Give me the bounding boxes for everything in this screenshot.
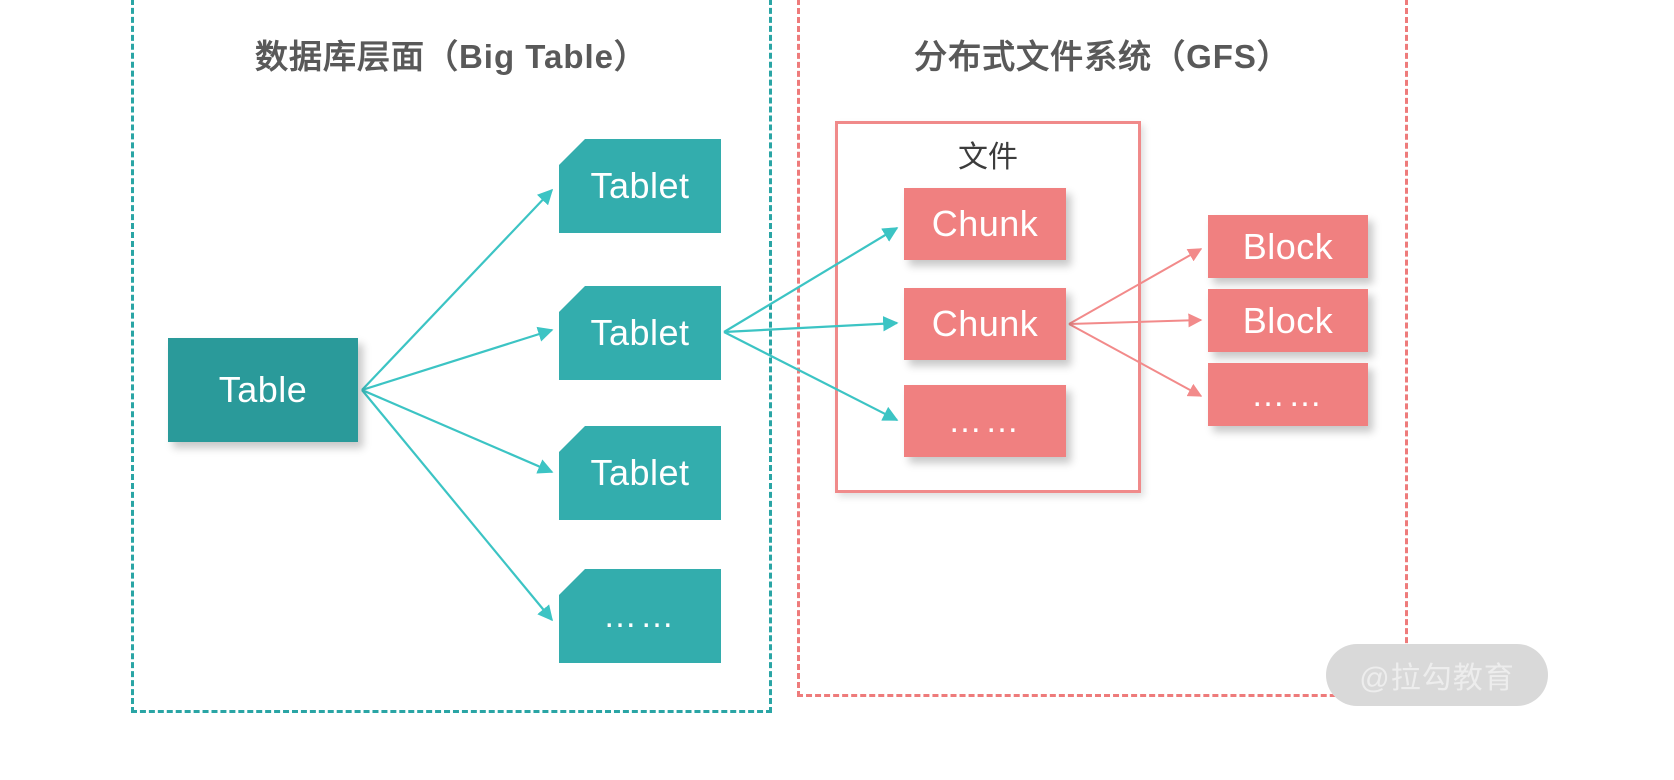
node-tablet-1[interactable]: Tablet (559, 139, 721, 233)
file-label: 文件 (958, 141, 1018, 174)
node-table-label: Table (218, 369, 308, 410)
bigtable-section-title: 数据库层面（Big Table） (254, 38, 649, 75)
watermark: @拉勾教育 (1326, 644, 1548, 706)
node-tablet-3-label: Tablet (590, 452, 690, 493)
node-chunk-1-label: Chunk (931, 203, 1039, 244)
node-block-ellipsis-label: …… (1251, 375, 1325, 414)
node-tablet-3[interactable]: Tablet (559, 426, 721, 520)
node-chunk-ellipsis[interactable]: …… (904, 385, 1066, 457)
node-block-1[interactable]: Block (1208, 215, 1368, 278)
node-block-2[interactable]: Block (1208, 289, 1368, 352)
node-tablet-ellipsis-label: …… (603, 597, 677, 635)
node-tablet-ellipsis[interactable]: …… (559, 569, 721, 663)
gfs-section-title: 分布式文件系统（GFS） (914, 38, 1291, 75)
node-tablet-1-label: Tablet (590, 165, 690, 206)
node-chunk-2-label: Chunk (931, 303, 1039, 344)
node-block-ellipsis[interactable]: …… (1208, 363, 1368, 426)
node-tablet-2[interactable]: Tablet (559, 286, 721, 380)
node-block-1-label: Block (1242, 225, 1334, 267)
node-block-2-label: Block (1242, 299, 1334, 341)
node-tablet-2-label: Tablet (590, 312, 690, 353)
watermark-text: @拉勾教育 (1359, 662, 1515, 695)
node-chunk-2[interactable]: Chunk (904, 288, 1066, 360)
node-chunk-1[interactable]: Chunk (904, 188, 1066, 260)
node-chunk-ellipsis-label: …… (948, 402, 1022, 440)
node-table[interactable]: Table (168, 338, 358, 442)
